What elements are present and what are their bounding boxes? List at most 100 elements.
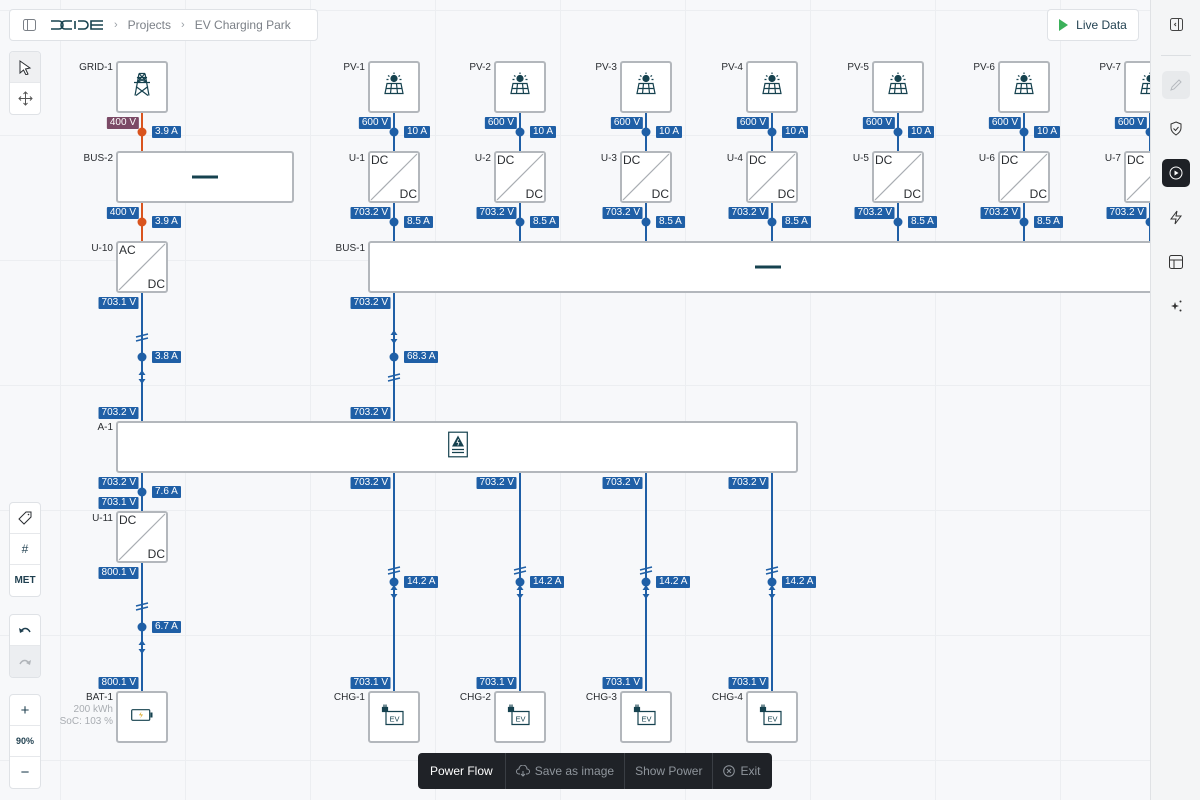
zoom-out-button[interactable]: − xyxy=(20,764,30,781)
play-icon xyxy=(1059,19,1069,31)
transmission-tower-icon xyxy=(134,72,150,96)
save-image-button[interactable]: Save as image xyxy=(504,753,624,789)
battery-node[interactable] xyxy=(116,691,168,743)
panel-toggle-button[interactable] xyxy=(1162,10,1190,38)
converter-diagonal-icon xyxy=(874,153,922,201)
junction-dot xyxy=(767,127,777,137)
solar-panel-icon xyxy=(888,72,908,95)
voltage-tag: 600 V xyxy=(1114,117,1147,129)
simulate-button[interactable] xyxy=(1162,159,1190,187)
pv-node[interactable] xyxy=(872,61,924,113)
current-tag: 8.5 A xyxy=(908,216,937,228)
voltage-tag: 600 V xyxy=(484,117,517,129)
undo-button[interactable] xyxy=(10,615,40,646)
zoom-in-button[interactable]: + xyxy=(10,695,40,726)
voltage-tag: 800.1 V xyxy=(98,677,139,689)
breadcrumb-project[interactable]: EV Charging Park xyxy=(194,18,291,32)
bus-2-node[interactable] xyxy=(116,151,294,203)
current-tag: 10 A xyxy=(1034,126,1061,138)
pv-node[interactable] xyxy=(998,61,1050,113)
voltage-tag: 400 V xyxy=(106,117,139,129)
chevron-right-icon: › xyxy=(114,19,118,31)
junction-dot xyxy=(1019,127,1029,137)
units-button[interactable]: MET xyxy=(14,575,36,586)
flow-direction-arrows xyxy=(516,585,524,599)
component-label: U-3 xyxy=(601,153,617,165)
exit-button[interactable]: Exit xyxy=(712,753,770,789)
pv-node[interactable] xyxy=(1124,61,1150,113)
svg-text:EV: EV xyxy=(515,715,525,724)
current-tag: 3.9 A xyxy=(152,216,181,228)
grid-toggle-button[interactable]: # xyxy=(10,534,40,565)
input-type: DC xyxy=(875,153,893,167)
component-label: CHG-2 xyxy=(460,692,491,704)
validate-button[interactable] xyxy=(1162,114,1190,142)
voltage-tag: 703.2 V xyxy=(1106,207,1147,219)
live-data-button[interactable]: Live Data xyxy=(1047,9,1139,41)
current-tag: 14.2 A xyxy=(656,576,691,588)
current-tag: 14.2 A xyxy=(404,576,439,588)
redo-button[interactable] xyxy=(10,646,40,677)
ev-charger-icon: EV xyxy=(381,704,404,726)
move-icon xyxy=(17,91,33,106)
junction-dot xyxy=(515,577,525,587)
history-tools xyxy=(9,614,41,678)
zoom-level[interactable]: 90% xyxy=(10,726,40,757)
junction-dot xyxy=(1145,127,1150,137)
component-id: BUS-2 xyxy=(83,153,113,164)
breadcrumb-projects[interactable]: Projects xyxy=(127,18,172,32)
bus-1-node[interactable] xyxy=(368,241,1150,293)
charger-node[interactable]: EV xyxy=(620,691,672,743)
grid-node[interactable] xyxy=(116,61,168,113)
voltage-tag: 703.2 V xyxy=(728,477,769,489)
charger-node[interactable]: EV xyxy=(494,691,546,743)
component-label: U-10 xyxy=(91,243,113,255)
current-tag: 10 A xyxy=(782,126,809,138)
flow-direction-arrows xyxy=(138,370,146,384)
component-label: BUS-2 xyxy=(84,153,113,165)
pan-tool-button[interactable] xyxy=(10,83,40,114)
ac-cabinet-a1[interactable] xyxy=(116,421,798,473)
edit-button[interactable] xyxy=(1162,71,1190,99)
pv-node[interactable] xyxy=(620,61,672,113)
show-power-button[interactable]: Show Power xyxy=(624,753,712,789)
junction-dot xyxy=(137,217,147,227)
pv-node[interactable] xyxy=(494,61,546,113)
junction-dot xyxy=(1145,217,1150,227)
power-button[interactable] xyxy=(1162,203,1190,231)
charger-node[interactable]: EV xyxy=(746,691,798,743)
component-label: A-1 xyxy=(97,422,113,434)
voltage-tag: 703.2 V xyxy=(854,207,895,219)
component-id: U-6 xyxy=(978,153,995,164)
voltage-tag: 703.2 V xyxy=(728,207,769,219)
voltage-tag: 800.1 V xyxy=(98,567,139,579)
bolt-icon xyxy=(1170,210,1182,224)
component-label: PV-5 xyxy=(847,62,869,74)
solar-panel-icon xyxy=(636,72,656,95)
pv-node[interactable] xyxy=(746,61,798,113)
current-tag: 14.2 A xyxy=(782,576,817,588)
ai-button[interactable] xyxy=(1162,292,1190,320)
component-label: PV-7 xyxy=(1099,62,1121,74)
pv-node[interactable] xyxy=(368,61,420,113)
select-tool-button[interactable] xyxy=(10,52,40,83)
flow-direction-arrows xyxy=(390,585,398,599)
tag-button[interactable] xyxy=(10,503,40,534)
sidebar-toggle-icon[interactable] xyxy=(23,19,36,31)
current-tag: 3.9 A xyxy=(152,126,181,138)
component-label: PV-6 xyxy=(973,62,995,74)
distribution-cabinet-icon xyxy=(448,431,468,458)
charger-node[interactable]: EV xyxy=(368,691,420,743)
table-button[interactable] xyxy=(1162,248,1190,276)
logo[interactable] xyxy=(50,20,104,30)
